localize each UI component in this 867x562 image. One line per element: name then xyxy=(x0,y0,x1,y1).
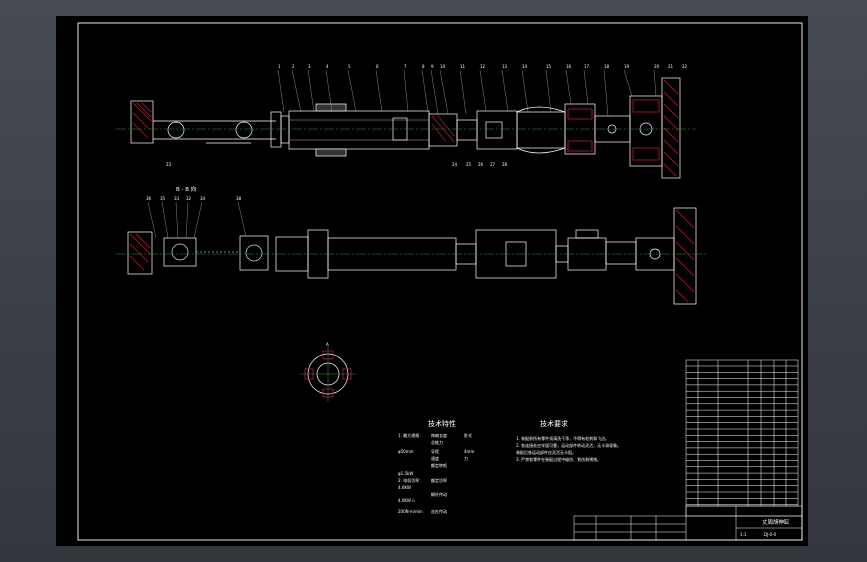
tech-req-item: 2. 各连接处应牢固可靠，运动部件转动灵活，无卡滞现象。 xyxy=(516,442,621,448)
part-number: 32 xyxy=(186,196,192,201)
part-number: 36 xyxy=(146,196,152,201)
tech-spec-value: 卧式 xyxy=(464,432,472,438)
title-block xyxy=(573,505,803,541)
section-label: B - B 向 xyxy=(176,185,196,193)
section-view xyxy=(127,201,697,305)
drawing-frame xyxy=(77,22,803,541)
tech-spec-value: 4mm xyxy=(464,449,474,454)
part-number: 3 xyxy=(308,64,311,69)
tech-spec-value: 伸缩长度 xyxy=(431,432,447,438)
part-number: 13 xyxy=(502,64,508,69)
part-number: 1 xyxy=(278,64,281,69)
tech-spec-value: 蜗杆传动 xyxy=(431,491,447,497)
part-number: 12 xyxy=(480,64,486,69)
tech-spec-row: φ1.5kW xyxy=(398,471,413,476)
tech-spec-value: 总推力 xyxy=(431,439,443,445)
drawing-scale: 1:1 xyxy=(740,532,747,537)
part-number: 34 xyxy=(200,196,206,201)
part-number: 16 xyxy=(566,64,572,69)
top-assembly-view xyxy=(130,69,681,179)
tech-requirements: 技术要求 1. 装配前所有零件须清洗干净，不得有毛刺和飞边。 2. 各连接处应牢… xyxy=(516,419,621,462)
drawing-number: DJ-0-0 xyxy=(764,532,777,537)
tech-spec-value: 丝杠传动 xyxy=(431,508,447,514)
part-number: 15 xyxy=(546,64,552,69)
part-number: 19 xyxy=(624,64,630,69)
assembly-drawing: 技术特性 1. 最大规格： 伸缩长度 卧式 总推力 φ50mm 导程 4mm 速… xyxy=(77,22,803,541)
detail-a-view xyxy=(300,346,356,402)
part-number: 6 xyxy=(376,64,379,69)
parts-list xyxy=(685,359,799,507)
part-number: 7 xyxy=(404,64,407,69)
tech-spec-value: 额定转矩 xyxy=(431,462,447,468)
part-number: 20 xyxy=(654,64,660,69)
tech-spec-value: 额定功率 xyxy=(431,477,447,483)
part-number: 14 xyxy=(522,64,528,69)
tech-spec-row: 1. 最大规格： xyxy=(398,432,423,438)
tech-spec-row: 2. 电机功率： xyxy=(398,477,423,483)
tech-spec-row: 4.0KW xyxy=(398,485,411,490)
tech-spec-row: φ50mm xyxy=(398,449,414,454)
tech-spec-title: 技术特性 xyxy=(428,419,456,428)
part-number: 21 xyxy=(668,64,674,69)
part-number: 27 xyxy=(490,162,496,167)
part-number: 5 xyxy=(348,64,351,69)
drawing-sheet: 技术特性 1. 最大规格： 伸缩长度 卧式 总推力 φ50mm 导程 4mm 速… xyxy=(56,16,808,546)
part-number: 2 xyxy=(292,64,295,69)
part-number: 4 xyxy=(326,64,329,69)
part-number: 22 xyxy=(682,64,688,69)
tech-spec-value: 力 xyxy=(464,455,468,461)
tech-req-item: 装配后各运动部件应灵活无卡阻。 xyxy=(516,449,576,455)
part-number: 23 xyxy=(166,162,172,167)
tech-spec-row: 4.0KW n xyxy=(398,498,415,503)
tech-req-item: 3. 严禁各零件在装配过程中碰伤、划伤和锈蚀。 xyxy=(516,456,601,462)
part-number: 25 xyxy=(466,162,472,167)
part-number: 10 xyxy=(440,64,446,69)
drawing-name: 丈周胡伸缸 xyxy=(762,518,790,526)
tech-req-title: 技术要求 xyxy=(540,419,568,428)
part-number: 11 xyxy=(460,64,466,69)
part-number: 28 xyxy=(502,162,508,167)
detail-a-label: A xyxy=(326,342,329,347)
tech-req-item: 1. 装配前所有零件须清洗干净，不得有毛刺和飞边。 xyxy=(516,435,609,441)
tech-spec-value: 速度 xyxy=(431,455,439,461)
part-number: 38 xyxy=(236,196,242,201)
part-number: 26 xyxy=(478,162,484,167)
part-number: 18 xyxy=(604,64,610,69)
part-number: 33 xyxy=(174,196,180,201)
part-number: 8 xyxy=(422,64,425,69)
tech-spec-notes: 技术特性 1. 最大规格： 伸缩长度 卧式 总推力 φ50mm 导程 4mm 速… xyxy=(398,419,474,514)
part-number: 9 xyxy=(431,64,434,69)
part-number: 17 xyxy=(584,64,590,69)
tech-spec-value: 导程 xyxy=(431,448,439,454)
part-number: 24 xyxy=(452,162,458,167)
part-number: 35 xyxy=(160,196,166,201)
tech-spec-row: 200N·m/min xyxy=(398,509,423,514)
